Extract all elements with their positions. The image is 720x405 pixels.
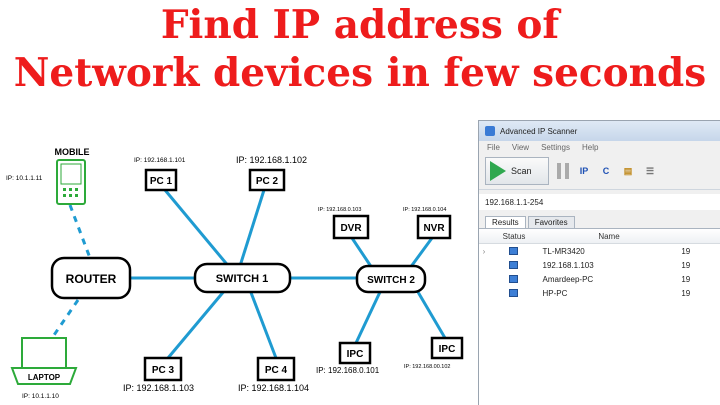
laptop-icon <box>21 337 67 369</box>
ipc1-box <box>338 341 372 365</box>
row-ip: 19 <box>681 246 691 256</box>
scanner-menubar: File View Settings Help <box>479 141 720 153</box>
ipc1-ip: IP: 192.168.0.101 <box>316 366 380 375</box>
table-row[interactable]: HP-PC 19 <box>479 286 720 300</box>
results-header: Status Name <box>479 229 720 244</box>
switch1-label: SWITCH 1 <box>216 273 269 285</box>
wired-links <box>130 189 447 359</box>
pc3-box <box>143 356 183 382</box>
title-line-1: Find IP address of <box>160 2 560 48</box>
table-row[interactable]: › TL-MR3420 19 <box>479 244 720 258</box>
scanner-titlebar: Advanced IP Scanner <box>479 121 720 141</box>
pc2-label: PC 2 <box>256 176 279 187</box>
pc2-ip: IP: 192.168.1.102 <box>236 155 307 165</box>
mobile-label: MOBILE <box>55 147 90 157</box>
computer-icon <box>509 289 519 297</box>
link-switch1-pc2 <box>238 189 266 267</box>
tab-results[interactable]: Results <box>485 216 526 228</box>
mobile-screen <box>60 163 82 185</box>
router-box <box>50 256 132 300</box>
mobile-icon <box>56 159 86 205</box>
pc2-box <box>248 168 286 192</box>
link-switch1-pc3 <box>166 289 227 359</box>
link-switch2-nvr <box>408 237 434 269</box>
menu-help[interactable]: Help <box>582 142 599 152</box>
switch2-box <box>355 264 427 294</box>
play-icon <box>490 161 506 181</box>
row-ip: 19 <box>681 288 691 298</box>
col-name[interactable]: Name <box>598 231 620 241</box>
folder-icon[interactable]: ▤ <box>623 166 633 176</box>
pc4-ip: IP: 192.168.1.104 <box>238 383 309 393</box>
computer-icon <box>509 275 519 283</box>
scanner-toolbar: Scan IP C ▤ ☰ <box>479 153 720 190</box>
computer-icon <box>509 247 519 255</box>
ipc2-box <box>430 336 464 360</box>
laptop-ip: IP: 10.1.1.10 <box>22 393 59 400</box>
row-name: Amardeep-PC <box>542 274 594 284</box>
tab-favorites[interactable]: Favorites <box>527 216 575 228</box>
switch1-box <box>193 262 292 294</box>
pc3-ip: IP: 192.168.1.103 <box>123 383 194 393</box>
row-name: TL-MR3420 <box>542 246 585 256</box>
ip-icon[interactable]: IP <box>579 166 589 176</box>
link-switch1-pc4 <box>248 289 278 359</box>
ipc2-ip: IP: 192.168.00.102 <box>404 364 450 370</box>
network-diagram: MOBILE IP: 10.1.1.11 ROUTER LAPTOP IP: 1… <box>6 147 464 400</box>
dvr-ip: IP: 192.168.0.103 <box>318 207 361 213</box>
link-switch2-ipc1 <box>354 291 382 344</box>
table-row[interactable]: 192.168.1.103 19 <box>479 258 720 272</box>
row-ip: 19 <box>681 274 691 284</box>
scan-button-label: Scan <box>511 166 532 176</box>
wireless-links <box>50 204 92 339</box>
link-router-laptop <box>50 299 80 339</box>
pause-icon[interactable] <box>557 163 569 179</box>
pc1-ip: IP: 192.168.1.101 <box>134 157 186 164</box>
dvr-box <box>332 214 370 240</box>
mobile-ip: IP: 10.1.1.11 <box>6 175 43 182</box>
row-expand-icon[interactable]: › <box>482 246 486 256</box>
scanner-tabs: Results Favorites <box>479 214 720 228</box>
ip-range-input[interactable]: 192.168.1.1-254 <box>479 194 720 210</box>
pc4-box <box>256 356 296 382</box>
mobile-keypad <box>63 188 78 197</box>
router-label: ROUTER <box>66 272 117 286</box>
menu-file[interactable]: File <box>487 142 500 152</box>
link-router-mobile <box>68 204 92 259</box>
pc1-label: PC 1 <box>150 176 173 187</box>
laptop-label: LAPTOP <box>28 373 61 382</box>
pc3-label: PC 3 <box>152 365 175 376</box>
link-switch1-pc1 <box>163 189 232 269</box>
link-switch2-ipc2 <box>416 291 447 339</box>
ip-scanner-window: Advanced IP Scanner File View Settings H… <box>478 120 720 405</box>
nvr-ip: IP: 192.168.0.104 <box>403 207 446 213</box>
laptop-base <box>10 367 78 385</box>
menu-settings[interactable]: Settings <box>541 142 570 152</box>
scan-button[interactable]: Scan <box>485 157 549 185</box>
computer-icon <box>509 261 519 269</box>
menu-view[interactable]: View <box>511 142 530 152</box>
table-row[interactable]: Amardeep-PC 19 <box>479 272 720 286</box>
switch2-label: SWITCH 2 <box>367 275 415 286</box>
app-icon <box>485 126 495 136</box>
row-name: HP-PC <box>542 288 568 298</box>
pc1-box <box>144 168 178 192</box>
class-c-icon[interactable]: C <box>602 166 610 176</box>
ipc1-label: IPC <box>347 349 364 360</box>
list-icon[interactable]: ☰ <box>645 166 655 176</box>
scanner-title: Advanced IP Scanner <box>500 126 578 136</box>
link-switch2-dvr <box>350 237 374 269</box>
pc4-label: PC 4 <box>265 365 288 376</box>
nvr-box <box>416 214 452 240</box>
dvr-label: DVR <box>340 223 362 234</box>
row-name: 192.168.1.103 <box>542 260 594 270</box>
row-ip: 19 <box>681 260 691 270</box>
title-line-2: Network devices in few seconds <box>13 50 707 96</box>
nvr-label: NVR <box>423 223 445 234</box>
ipc2-label: IPC <box>439 344 456 355</box>
results-table: Status Name › TL-MR3420 19 192.168.1.103… <box>479 228 720 405</box>
col-status[interactable]: Status <box>502 231 526 241</box>
